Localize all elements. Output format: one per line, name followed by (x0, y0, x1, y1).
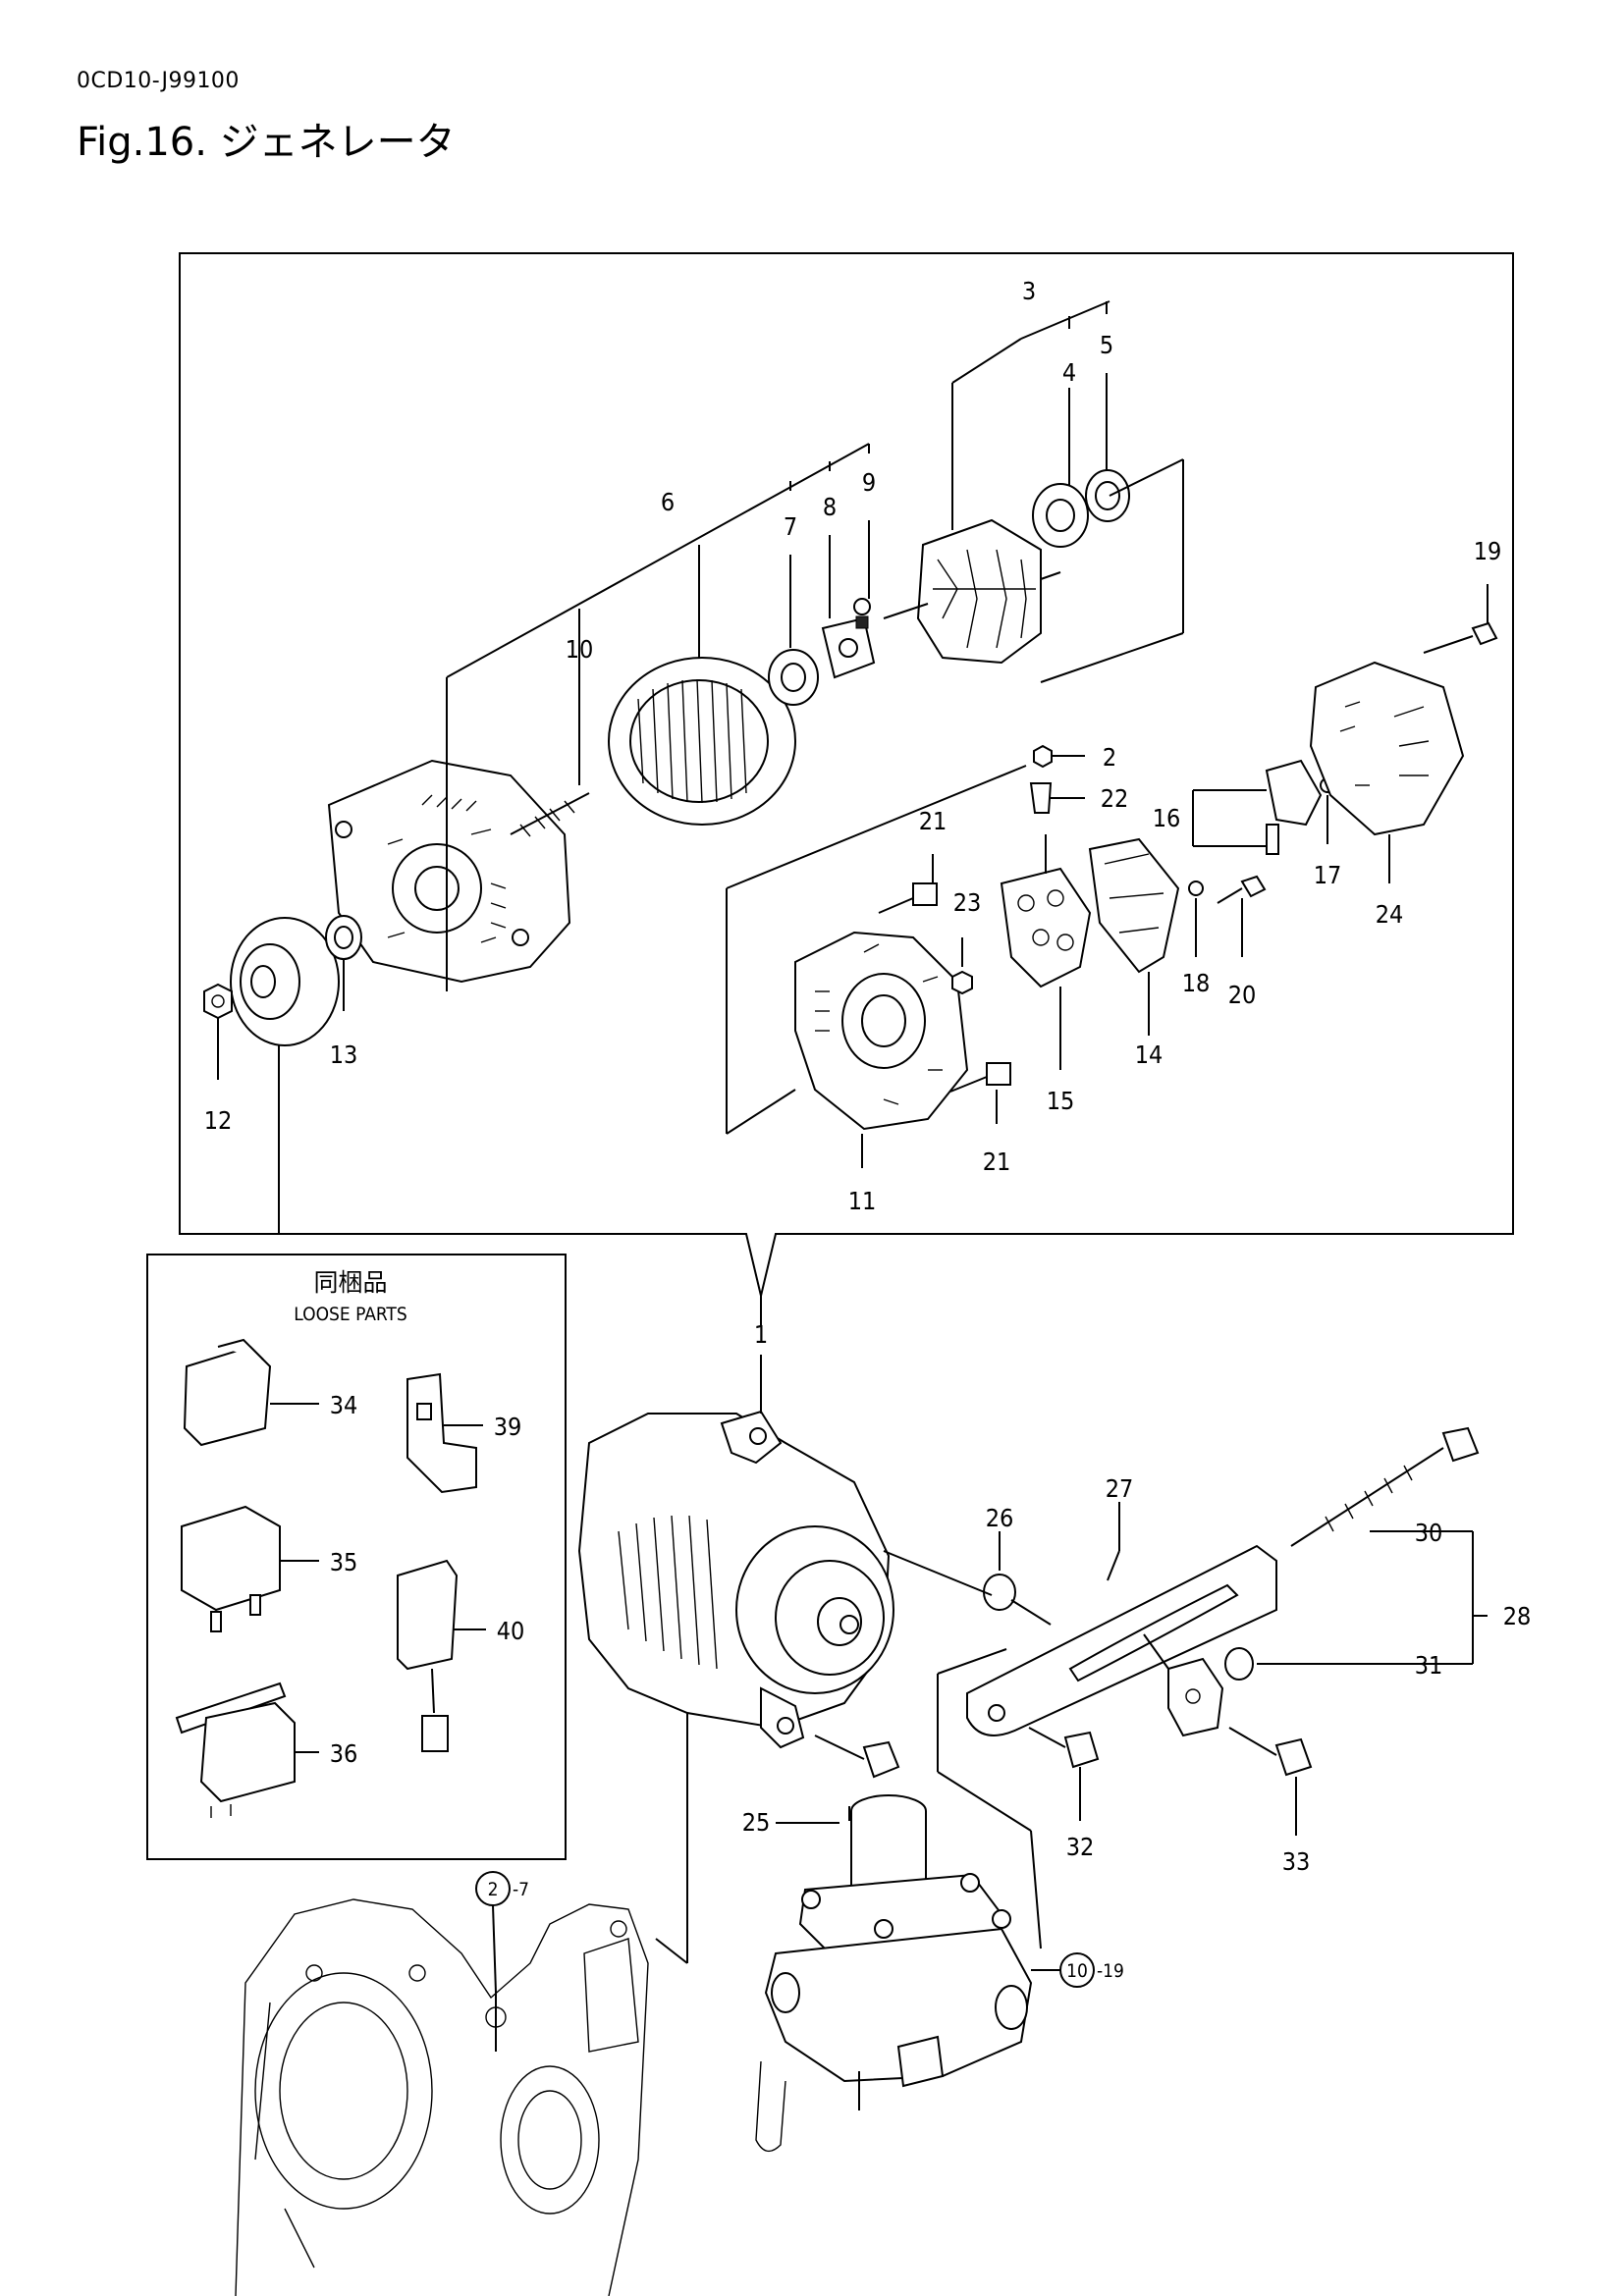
reference-10-19-suffix: -19 (1097, 1960, 1124, 1982)
callout-36: 36 (330, 1739, 358, 1768)
loose-parts-title-en: LOOSE PARTS (294, 1304, 406, 1325)
callout-16: 16 (1153, 804, 1181, 832)
bolt-30 (1290, 1426, 1480, 1547)
callout-15: 15 (1047, 1087, 1075, 1115)
bearing-4 (1032, 483, 1089, 548)
rectifier (1000, 834, 1092, 988)
spacer-13 (325, 915, 362, 960)
callout-12: 12 (204, 1106, 233, 1135)
tension-block (1167, 1657, 1224, 1737)
callout-9: 9 (862, 468, 876, 497)
callout-5: 5 (1100, 331, 1113, 359)
callout-8: 8 (823, 493, 837, 521)
screw-9 (853, 598, 871, 629)
document-code: 0CD10-J99100 (77, 69, 240, 93)
callout-27: 27 (1106, 1474, 1134, 1503)
bolt-21-lower (949, 1062, 1011, 1093)
callout-18: 18 (1182, 969, 1211, 997)
bolt-19 (1423, 621, 1498, 654)
loose-parts-frame (146, 1254, 567, 1860)
brush-holder (1088, 837, 1180, 974)
pulley (230, 917, 340, 1046)
bearing-7 (768, 649, 819, 706)
bolt-21-upper (878, 882, 938, 914)
screw-18 (1188, 881, 1204, 896)
stator-ring (608, 657, 796, 826)
callout-25: 25 (742, 1808, 771, 1837)
callout-31: 31 (1415, 1651, 1443, 1680)
gear-case-housing (235, 1898, 649, 2296)
callout-7: 7 (784, 512, 797, 541)
insulator-22 (1029, 782, 1053, 814)
pulley-nut-12 (203, 983, 233, 1020)
callout-10: 10 (566, 635, 594, 664)
callout-40: 40 (497, 1617, 525, 1645)
bolt-25 (814, 1735, 900, 1821)
bracket-39 (406, 1372, 483, 1494)
callout-1: 1 (754, 1320, 768, 1349)
bolt-32 (1028, 1727, 1100, 1769)
relay-35 (181, 1505, 319, 1632)
callout-23: 23 (953, 888, 982, 917)
callout-11: 11 (848, 1187, 877, 1215)
nut-23 (951, 970, 973, 995)
reference-10-19: 10 -19 (1031, 1952, 1124, 1988)
callout-13: 13 (330, 1041, 358, 1069)
reference-2-7-number: 2 (488, 1879, 499, 1900)
controller-40 (397, 1559, 486, 1752)
callout-21-lower: 21 (983, 1148, 1011, 1176)
bolt-20 (1217, 875, 1267, 904)
retainer-plate-8 (821, 616, 876, 679)
nut-2 (1033, 744, 1053, 769)
generator-assembly (577, 1410, 894, 1749)
figure-title: Fig.16. ジェネレータ (77, 120, 456, 165)
callout-33: 33 (1282, 1847, 1311, 1876)
callout-30: 30 (1415, 1519, 1443, 1547)
callout-28: 28 (1503, 1602, 1532, 1630)
adjusting-bracket (966, 1544, 1277, 1736)
callout-22: 22 (1101, 784, 1129, 813)
callout-39: 39 (494, 1413, 522, 1441)
callout-4: 4 (1062, 358, 1076, 387)
callout-21-upper: 21 (919, 807, 947, 835)
callout-17: 17 (1314, 861, 1342, 889)
callout-34: 34 (330, 1391, 358, 1419)
bolt-33 (1228, 1727, 1313, 1777)
rear-housing (794, 931, 969, 1131)
callout-24: 24 (1376, 900, 1404, 929)
rear-cover (1309, 661, 1465, 836)
callout-19: 19 (1474, 537, 1502, 565)
upper-assembly-frame (179, 252, 1514, 1297)
callout-35: 35 (330, 1548, 358, 1576)
loose-parts-title-jp: 同梱品 (313, 1268, 387, 1297)
rotor (883, 518, 1061, 665)
through-bolt (510, 792, 590, 837)
leader-lines-lower (495, 1355, 1488, 2052)
drive-end-housing (327, 759, 571, 984)
bearing-5 (1085, 469, 1130, 522)
callout-32: 32 (1066, 1833, 1095, 1861)
callout-20: 20 (1228, 981, 1257, 1009)
water-pump-assembly (755, 1794, 1033, 2153)
callout-6: 6 (661, 488, 675, 516)
reference-10-19-number: 10 (1066, 1960, 1088, 1982)
spacer-26 (983, 1574, 1016, 1611)
nut-31 (1224, 1647, 1254, 1681)
relay-34 (183, 1338, 319, 1447)
callout-3: 3 (1022, 277, 1036, 305)
callout-2: 2 (1103, 743, 1116, 772)
callout-14: 14 (1135, 1041, 1164, 1069)
callout-labels: 1 2 3 4 5 6 7 8 9 10 11 12 13 14 15 16 1… (204, 277, 1532, 1876)
leader-lines-upper (217, 300, 1489, 1168)
relay-36 (175, 1682, 319, 1818)
regulator (1265, 759, 1323, 855)
callout-26: 26 (986, 1504, 1014, 1532)
reference-2-7: 2 -7 (475, 1871, 529, 1994)
reference-2-7-suffix: -7 (513, 1879, 529, 1900)
